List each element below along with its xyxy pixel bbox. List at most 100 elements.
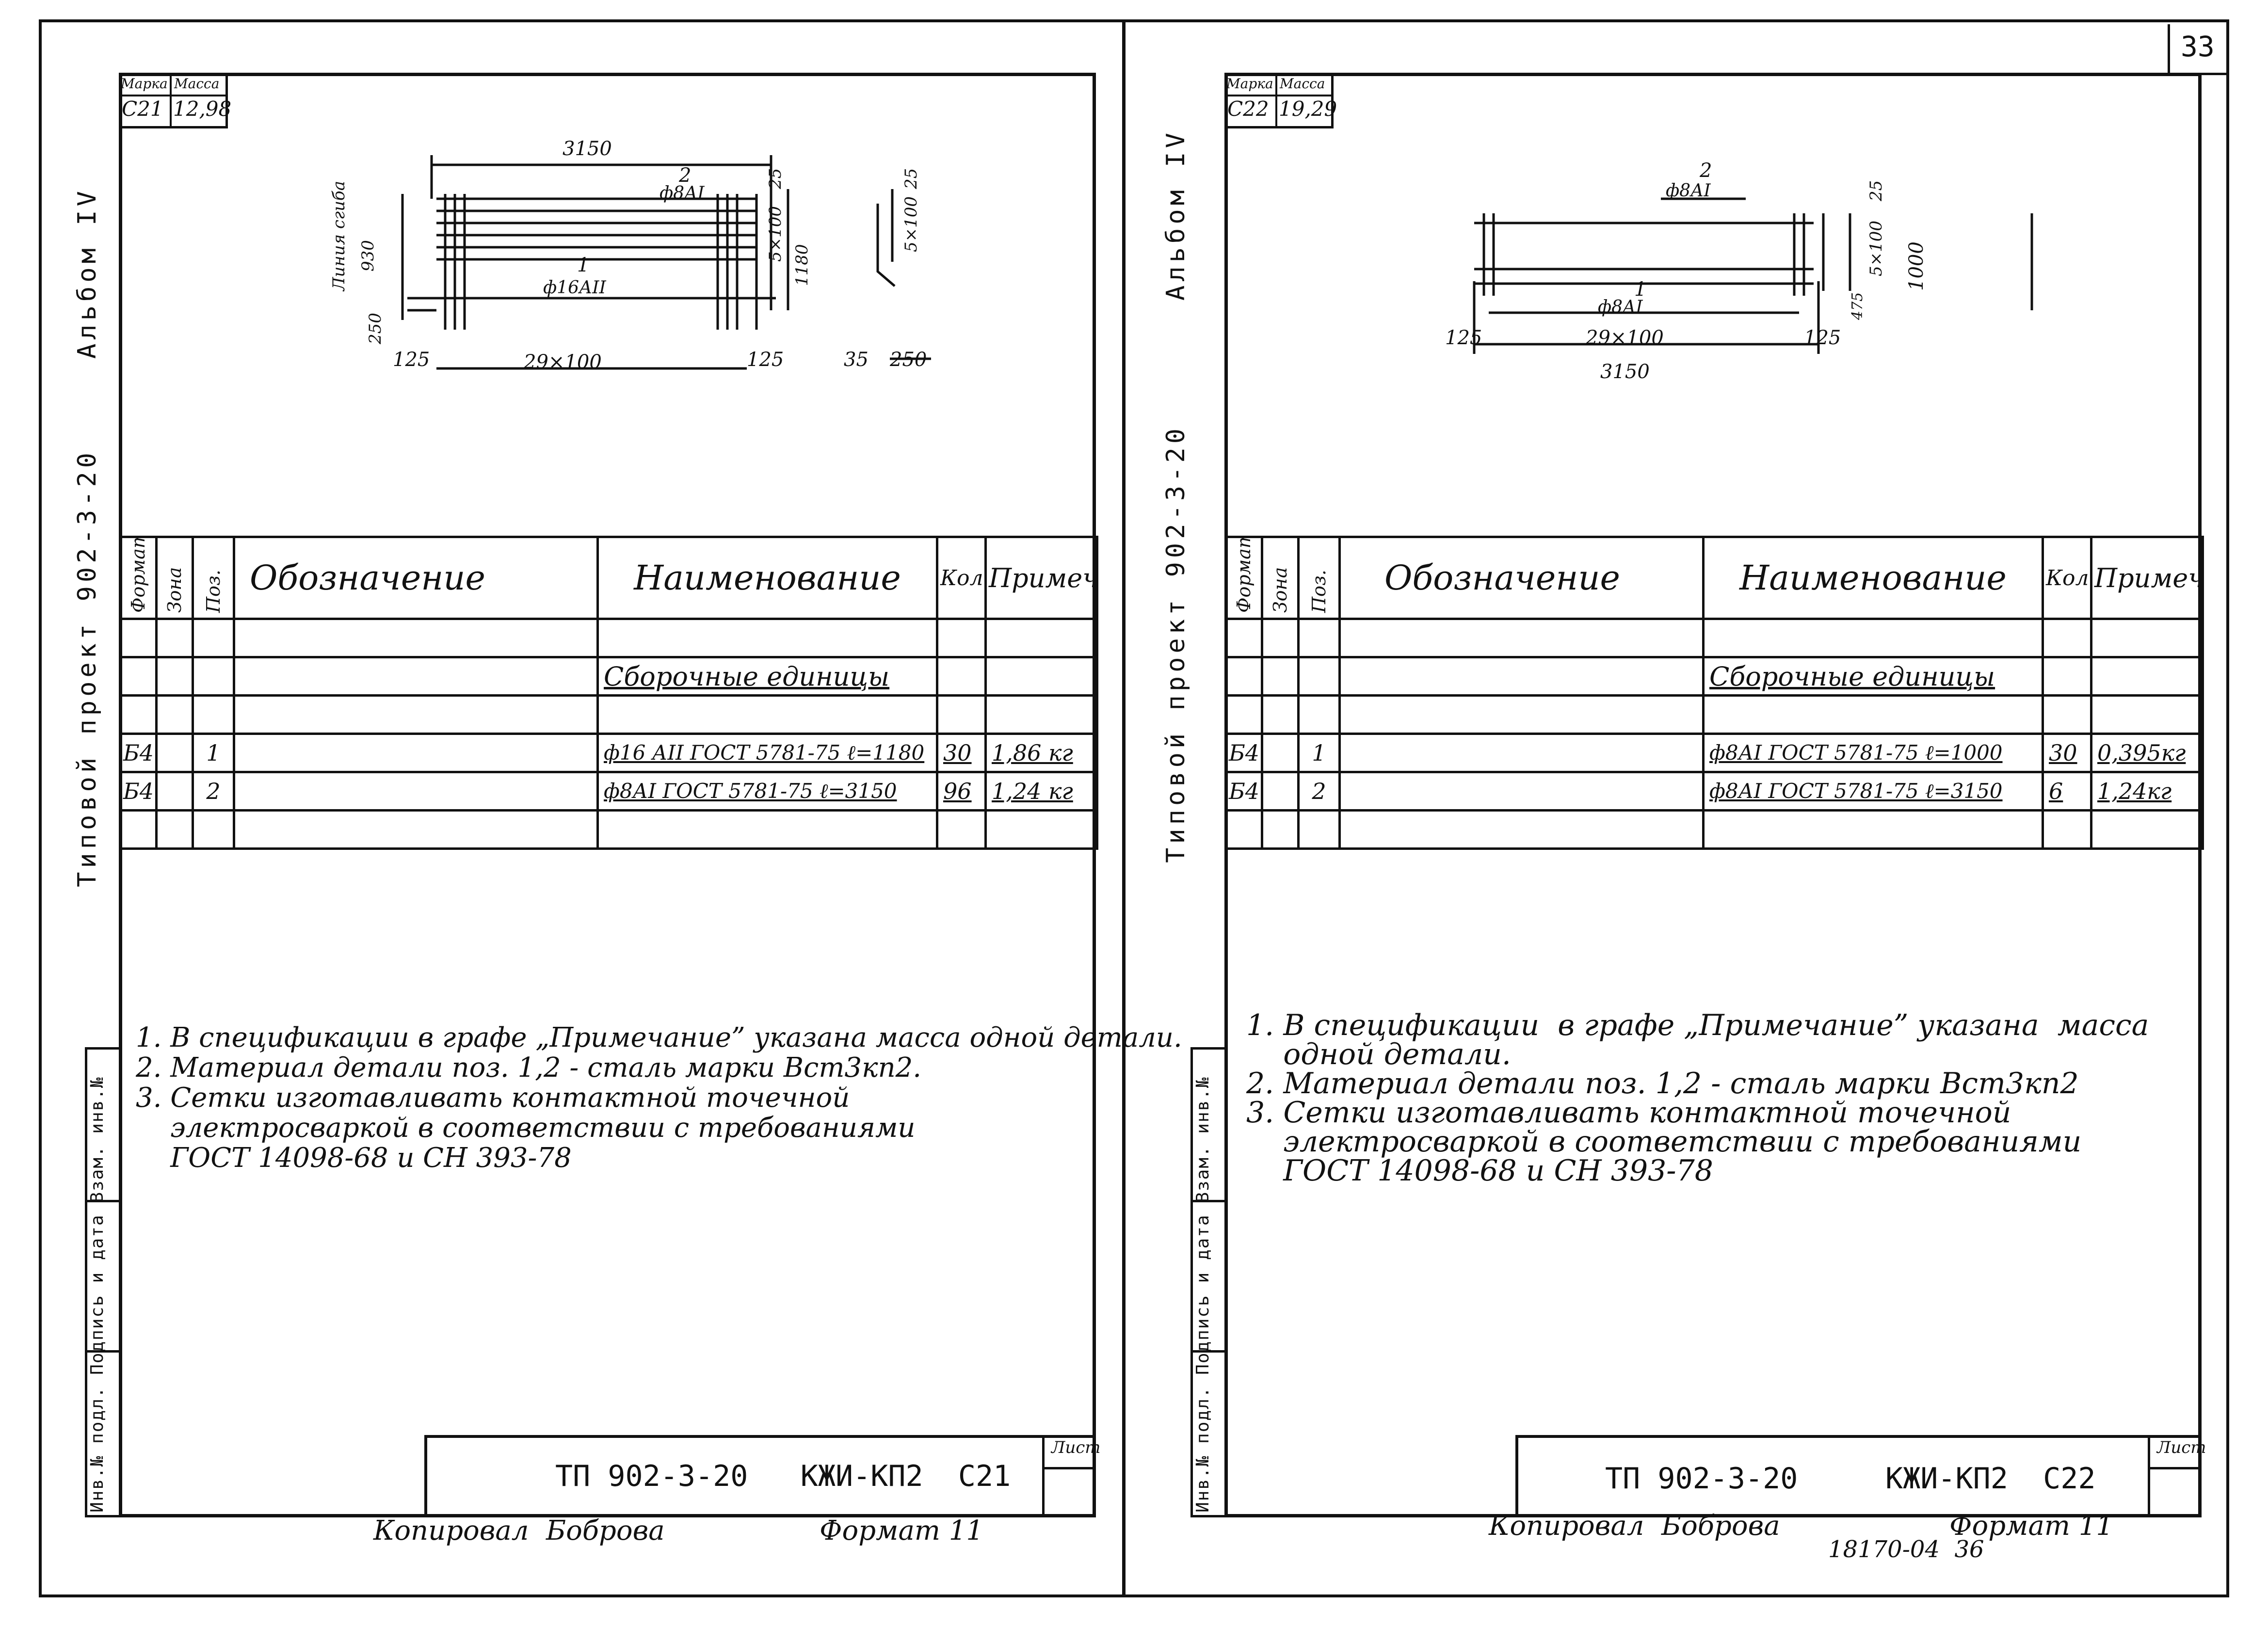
- left-notes: 1. В спецификации в графе „Примечание” у…: [136, 1023, 1182, 1173]
- right-list-label: Лист: [2157, 1438, 2206, 1457]
- left-mark-header: Марка: [121, 76, 168, 92]
- left-mark: С21: [122, 97, 163, 121]
- left-th-qty: Кол.: [936, 536, 987, 620]
- table-row: Сборочные единицы: [1224, 656, 2204, 697]
- table-row: Б4 2 ф8АI ГОСТ 5781-75 ℓ=3150 96 1,24 кг: [119, 771, 1098, 812]
- left-dim-250b: 250: [889, 349, 927, 371]
- table-row: [119, 809, 1098, 850]
- right-th-qty: Кол.: [2042, 536, 2092, 620]
- right-dim-475: 475: [1849, 292, 1866, 320]
- left-note-4: электросваркой в соответствии с требован…: [136, 1112, 916, 1144]
- left-list-label: Лист: [1051, 1438, 1101, 1457]
- right-pos2-bar: ф8АI: [1666, 181, 1711, 201]
- left-note-3: 3. Сетки изготавливать контактной точечн…: [136, 1082, 850, 1114]
- right-note-3: 2. Материал детали поз. 1,2 - сталь марк…: [1246, 1067, 2079, 1100]
- left-stamp-box: [85, 1047, 121, 1517]
- left-row2-qty: 96: [936, 771, 987, 812]
- right-row2-note: 1,24кг: [2090, 771, 2204, 812]
- left-th-zone: Зона: [155, 536, 194, 620]
- left-dim-35: 35: [844, 349, 869, 371]
- page-number: 33: [2181, 30, 2215, 63]
- left-section-title: Сборочные единицы: [596, 656, 938, 697]
- right-th-pos: Поз.: [1297, 536, 1341, 620]
- left-th-note: Примеч.: [984, 536, 1098, 620]
- right-note-4: 3. Сетки изготавливать контактной точечн…: [1246, 1096, 2011, 1130]
- left-mass-header: Масса: [174, 76, 220, 92]
- left-dim-top: 3150: [563, 138, 612, 160]
- right-row1-name: ф8АI ГОСТ 5781-75 ℓ=1000: [1702, 733, 2044, 773]
- right-th-format: Формат: [1224, 536, 1263, 620]
- left-mark-box: Марка Масса С21 12,98: [119, 73, 232, 128]
- left-bend-val: 930: [358, 240, 378, 271]
- left-row1-name: ф16 АII ГОСТ 5781-75 ℓ=1180: [596, 733, 938, 773]
- left-note-2: 2. Материал детали поз. 1,2 - сталь марк…: [136, 1052, 922, 1084]
- left-row1-pos: 1: [192, 733, 235, 773]
- left-row2-pos: 2: [192, 771, 235, 812]
- right-dim-125a: 125: [1445, 327, 1482, 349]
- right-mark-box: Марка Масса С22 19,29: [1224, 73, 1337, 128]
- left-title: ТП 902-3-20 КЖИ-КП2 С21: [555, 1459, 1011, 1493]
- right-note-1: 1. В спецификации в графе „Примечание” у…: [1246, 1008, 2149, 1042]
- right-row1-format: Б4: [1224, 733, 1263, 773]
- left-title-block: [424, 1435, 1096, 1517]
- table-row: [119, 618, 1098, 658]
- right-row1-qty: 30: [2042, 733, 2092, 773]
- right-mark-header: Марка: [1226, 76, 1273, 92]
- right-dim-1000: 1000: [1905, 241, 1928, 291]
- left-format: Формат 11: [820, 1515, 984, 1546]
- right-th-zone: Зона: [1261, 536, 1300, 620]
- right-row2-name: ф8АI ГОСТ 5781-75 ℓ=3150: [1702, 771, 2044, 812]
- left-pos2-bar: ф8АI: [659, 183, 705, 203]
- right-side-album: Альбом IV: [1161, 129, 1190, 301]
- left-th-designation: Обозначение: [233, 536, 599, 620]
- right-side-title: Типовой проект 902-3-20: [1161, 424, 1190, 863]
- right-th-note: Примеч.: [2090, 536, 2204, 620]
- right-stamp-labels: Инв.№ подл. Подпись и дата Взам. инв.№: [1193, 1076, 1213, 1513]
- left-table-header: Формат Зона Поз. Обозначение Наименовани…: [119, 536, 1098, 620]
- right-mass: 19,29: [1279, 97, 1337, 121]
- left-copied: Копировал Боброва: [373, 1515, 665, 1546]
- table-row: [1224, 618, 2204, 658]
- left-pos1-bar: ф16АII: [543, 278, 606, 298]
- left-spec-table: Формат Зона Поз. Обозначение Наименовани…: [119, 536, 1098, 850]
- right-archive-number: 18170-04 36: [1828, 1536, 1984, 1563]
- left-dim-5x100b: 5×100: [901, 196, 921, 252]
- table-row: [1224, 694, 2204, 735]
- right-mark: С22: [1227, 97, 1269, 121]
- left-dim-125b: 125: [747, 349, 784, 371]
- left-side-album: Альбом IV: [73, 187, 102, 359]
- right-spec-table: Формат Зона Поз. Обозначение Наименовани…: [1224, 536, 2204, 850]
- right-copied: Копировал Боброва: [1489, 1510, 1780, 1542]
- left-th-format: Формат: [119, 536, 158, 620]
- right-row1-pos: 1: [1297, 733, 1341, 773]
- left-row2-note: 1,24 кг: [984, 771, 1098, 812]
- table-row: Сборочные единицы: [119, 656, 1098, 697]
- right-dim-25: 25: [1866, 180, 1886, 202]
- right-row2-qty: 6: [2042, 771, 2092, 812]
- left-row2-format: Б4: [119, 771, 158, 812]
- table-row: [119, 694, 1098, 735]
- table-row: Б4 1 ф8АI ГОСТ 5781-75 ℓ=1000 30 0,395кг: [1224, 733, 2204, 773]
- left-th-name: Наименование: [596, 536, 938, 620]
- left-bend-line: Линия сгиба: [329, 181, 349, 292]
- left-mass: 12,98: [173, 97, 232, 121]
- right-pos1-label: 1: [1634, 278, 1646, 301]
- sheet-right-outline: [1123, 19, 2229, 1597]
- left-note-1: 1. В спецификации в графе „Примечание” у…: [136, 1022, 1182, 1053]
- left-dim-25: 25: [766, 168, 785, 190]
- right-mass-header: Масса: [1280, 76, 1325, 92]
- right-notes: 1. В спецификации в графе „Примечание” у…: [1246, 1011, 2149, 1185]
- left-th-pos: Поз.: [192, 536, 235, 620]
- right-table-header: Формат Зона Поз. Обозначение Наименовани…: [1224, 536, 2204, 620]
- right-title-block: [1515, 1435, 2202, 1517]
- left-dim-5x100: 5×100: [766, 206, 785, 262]
- right-th-designation: Обозначение: [1338, 536, 1705, 620]
- left-dim-250: 250: [366, 313, 385, 345]
- left-dim-125a: 125: [393, 349, 430, 371]
- right-note-6: ГОСТ 14098-68 и СН 393-78: [1246, 1154, 1713, 1188]
- left-note-5: ГОСТ 14098-68 и СН 393-78: [136, 1142, 572, 1174]
- right-row2-format: Б4: [1224, 771, 1263, 812]
- left-row1-qty: 30: [936, 733, 987, 773]
- left-pos1-label: 1: [577, 254, 589, 276]
- right-dim-5x100: 5×100: [1866, 221, 1886, 276]
